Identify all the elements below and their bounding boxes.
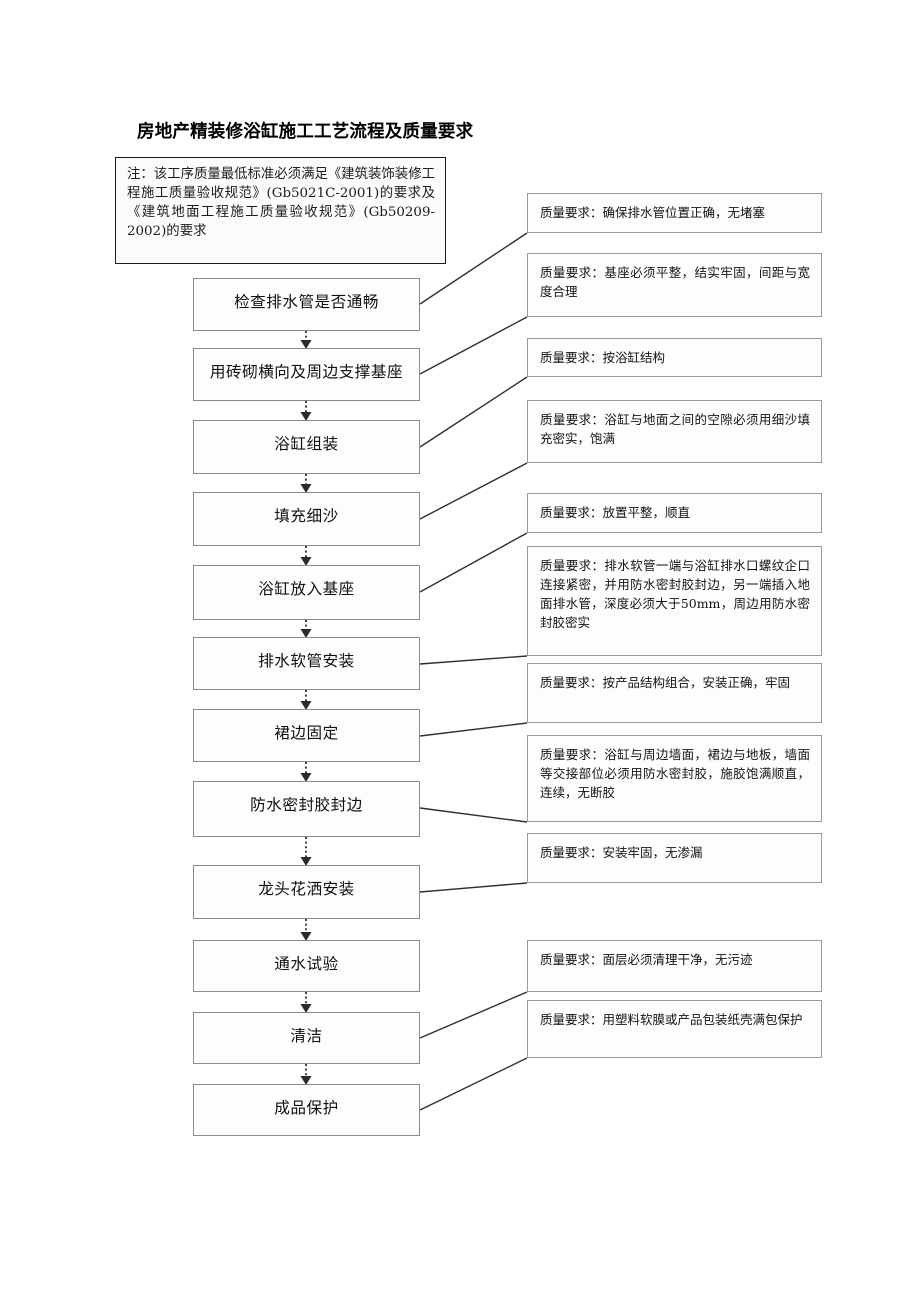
quality-requirement-box[interactable]: 质量要求：用塑料软膜或产品包装纸壳满包保护 <box>527 1000 822 1058</box>
page-title: 房地产精装修浴缸施工工艺流程及质量要求 <box>137 121 474 141</box>
quality-requirement-box[interactable]: 质量要求：基座必须平整，结实牢固，间距与宽度合理 <box>527 253 822 317</box>
quality-requirement-box[interactable]: 质量要求：面层必须清理干净，无污迹 <box>527 940 822 992</box>
quality-requirement-box[interactable]: 质量要求：按浴缸结构 <box>527 338 822 377</box>
quality-requirement-box[interactable]: 质量要求：浴缸与周边墙面，裙边与地板，墙面等交接部位必须用防水密封胶，施胶饱满顺… <box>527 735 822 822</box>
step-to-quality-link <box>419 1057 528 1111</box>
step-to-quality-link <box>419 882 528 893</box>
quality-requirement-box[interactable]: 质量要求：放置平整，顺直 <box>527 493 822 533</box>
flow-step-box[interactable]: 浴缸放入基座 <box>193 565 420 620</box>
step-to-quality-link <box>419 991 528 1039</box>
step-to-quality-link <box>419 722 528 737</box>
quality-requirement-box[interactable]: 质量要求：确保排水管位置正确，无堵塞 <box>527 193 822 233</box>
flow-step-box[interactable]: 裙边固定 <box>193 709 420 762</box>
step-to-quality-link <box>419 376 528 448</box>
flow-step-box[interactable]: 检查排水管是否通畅 <box>193 278 420 331</box>
step-to-quality-link <box>419 462 528 520</box>
step-to-quality-link <box>419 316 528 375</box>
flow-step-box[interactable]: 防水密封胶封边 <box>193 781 420 837</box>
quality-requirement-box[interactable]: 质量要求：按产品结构组合，安装正确，牢固 <box>527 663 822 723</box>
quality-requirement-box[interactable]: 质量要求：安装牢固，无渗漏 <box>527 833 822 883</box>
flow-step-box[interactable]: 成品保护 <box>193 1084 420 1136</box>
flow-step-box[interactable]: 排水软管安装 <box>193 637 420 690</box>
step-to-quality-link <box>419 655 528 665</box>
flow-step-box[interactable]: 清洁 <box>193 1012 420 1064</box>
step-to-quality-link <box>419 807 528 823</box>
note-box: 注：该工序质量最低标准必须满足《建筑装饰装修工程施工质量验收规范》(Gb5021… <box>115 157 446 264</box>
flow-step-box[interactable]: 通水试验 <box>193 940 420 992</box>
flow-step-box[interactable]: 浴缸组装 <box>193 420 420 474</box>
flow-step-box[interactable]: 用砖砌横向及周边支撑基座 <box>193 348 420 401</box>
step-to-quality-link <box>419 532 528 593</box>
quality-requirement-box[interactable]: 质量要求：排水软管一端与浴缸排水口螺纹企口连接紧密，并用防水密封胶封边，另一端插… <box>527 546 822 656</box>
flow-step-box[interactable]: 填充细沙 <box>193 492 420 546</box>
quality-requirement-box[interactable]: 质量要求：浴缸与地面之间的空隙必须用细沙填充密实，饱满 <box>527 400 822 463</box>
flow-step-box[interactable]: 龙头花洒安装 <box>193 865 420 919</box>
